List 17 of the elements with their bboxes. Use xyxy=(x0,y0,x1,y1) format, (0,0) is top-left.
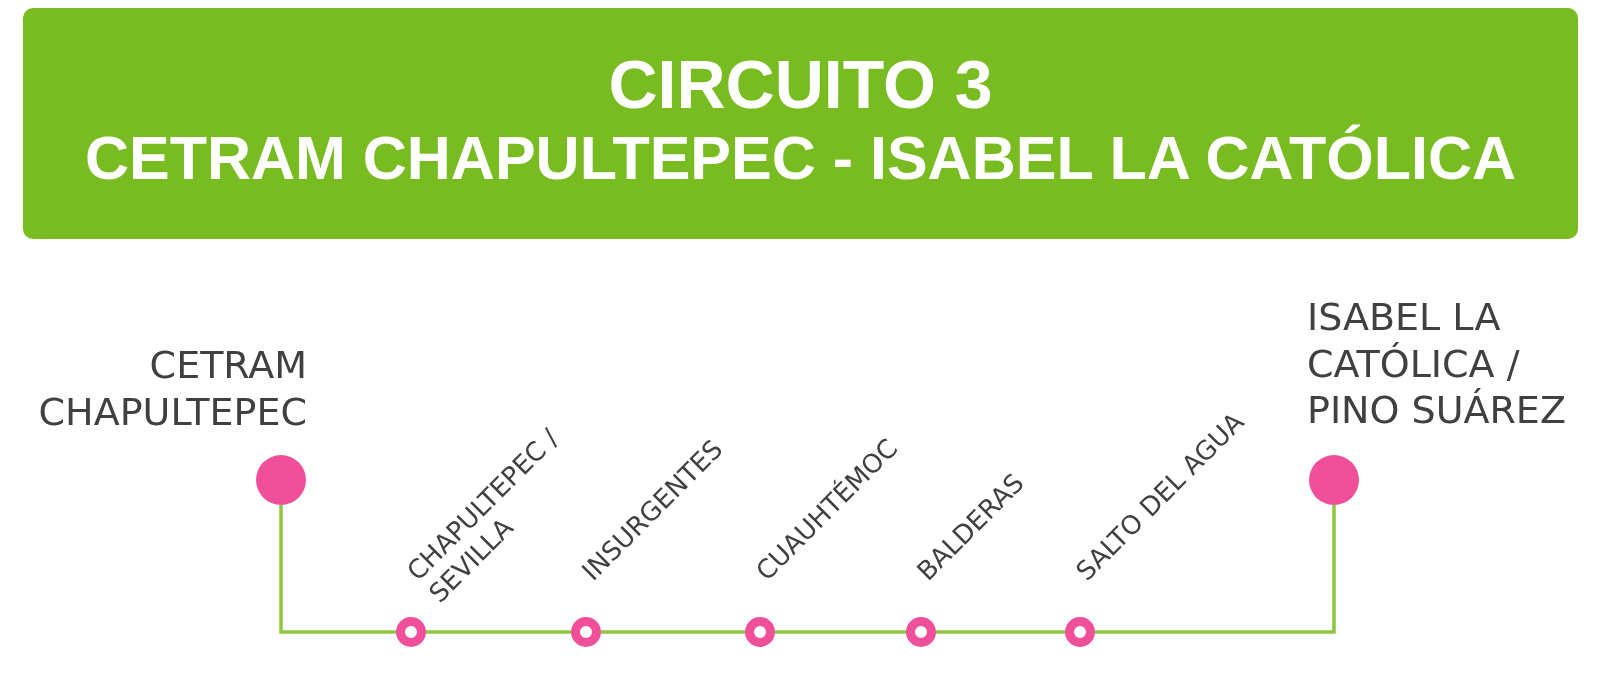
station-stop xyxy=(396,617,426,647)
route-line xyxy=(279,505,396,634)
station-stop xyxy=(571,617,601,647)
route-line xyxy=(936,630,1065,634)
station-stop xyxy=(1065,617,1095,647)
terminal-stop xyxy=(256,455,306,505)
station-stop xyxy=(745,617,775,647)
route-line xyxy=(426,630,571,634)
route-line xyxy=(775,630,906,634)
station-name: ISABEL LA CATÓLICA / PINO SUÁREZ xyxy=(1307,294,1567,434)
station-stop xyxy=(906,617,936,647)
route-line xyxy=(1095,505,1336,634)
station-name: CETRAM CHAPULTEPEC xyxy=(38,342,307,436)
route-line xyxy=(601,630,745,634)
terminal-stop xyxy=(1309,455,1359,505)
heading: CIRCUITO 3 xyxy=(608,50,993,118)
header-band xyxy=(23,8,1578,239)
